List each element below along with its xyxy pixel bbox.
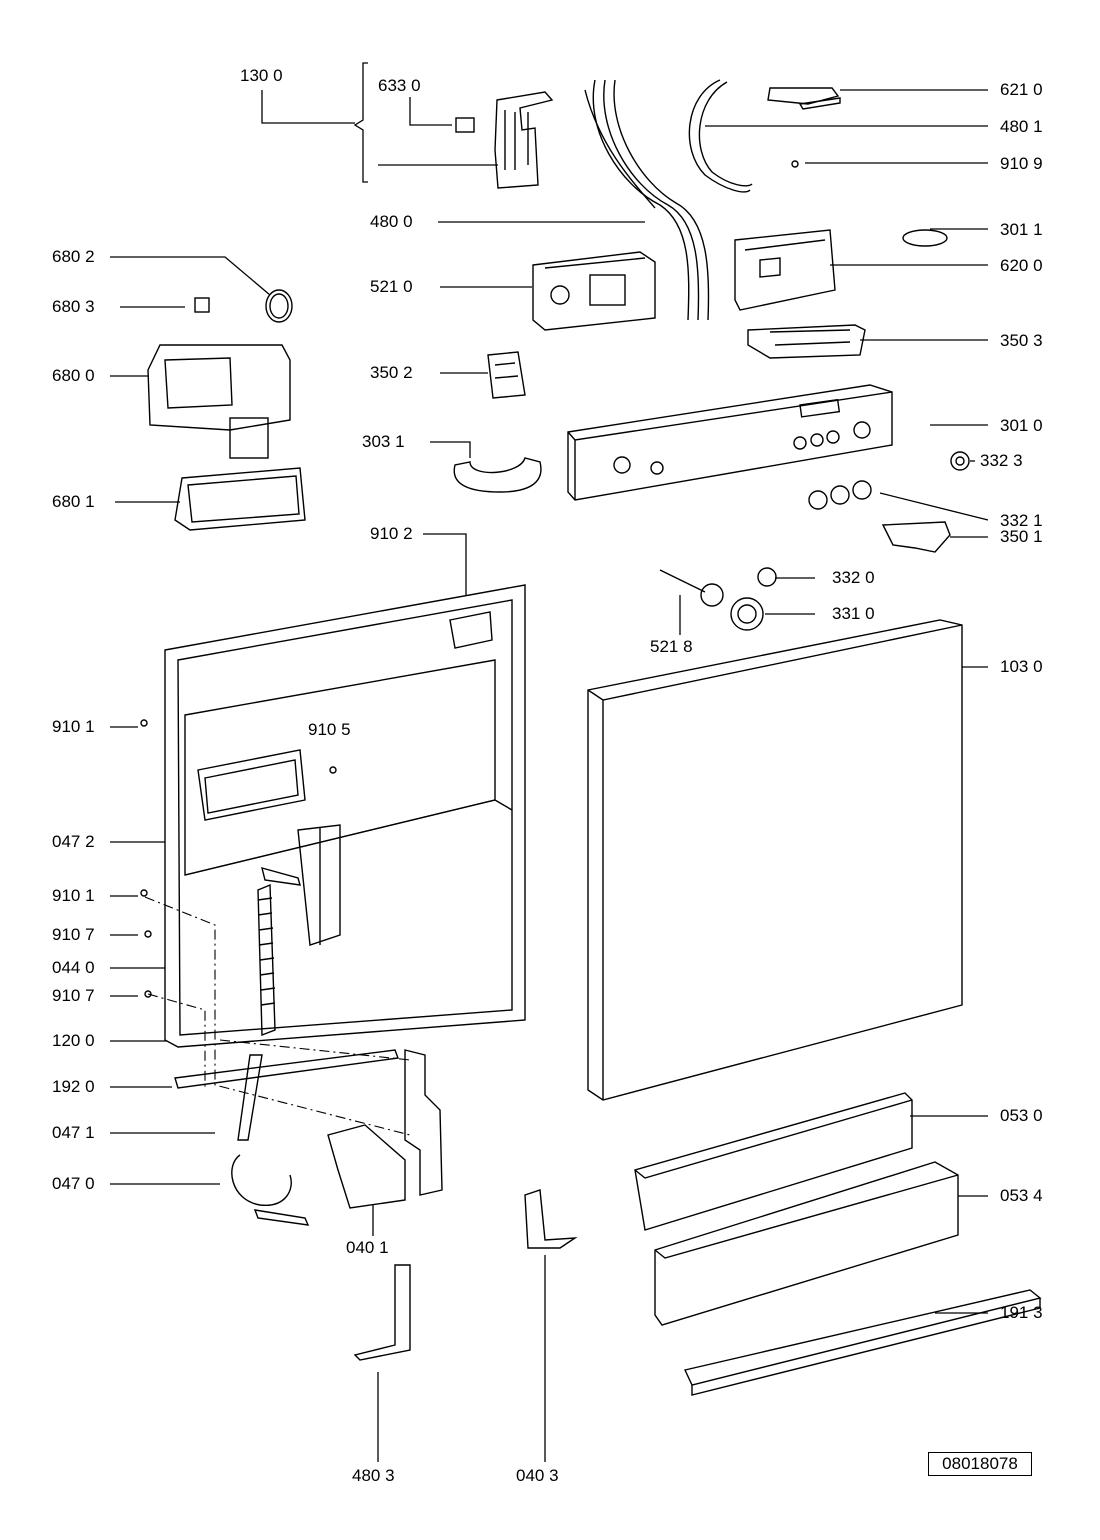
leader-lines: [110, 62, 989, 1462]
label-331-0: 331 0: [832, 604, 875, 623]
detergent-dispenser: [147, 289, 306, 531]
control-module: [532, 251, 656, 331]
label-332-3: 332 3: [980, 451, 1023, 470]
door-lock-assembly: [455, 91, 554, 189]
switch-and-handle: [453, 351, 542, 493]
label-621-0: 621 0: [1000, 80, 1043, 99]
label-910-2: 910 2: [370, 524, 413, 543]
label-350-2: 350 2: [370, 363, 413, 382]
label-480-0: 480 0: [370, 212, 413, 231]
label-620-0: 620 0: [1000, 256, 1043, 275]
label-191-3: 191 3: [1000, 1303, 1043, 1322]
label-350-1: 350 1: [1000, 527, 1043, 546]
label-521-0: 521 0: [370, 277, 413, 296]
label-633-0: 633 0: [378, 76, 421, 95]
label-910-1-upper: 910 1: [52, 717, 95, 736]
label-053-4: 053 4: [1000, 1186, 1043, 1205]
label-301-0: 301 0: [1000, 416, 1043, 435]
bracket-and-cover: [734, 229, 948, 359]
outer-door-panel: [587, 619, 963, 1101]
label-521-8: 521 8: [650, 637, 693, 656]
kick-plates: [634, 1092, 1042, 1396]
hinge-spring-assembly: [144, 867, 411, 1226]
label-044-0: 044 0: [52, 958, 95, 977]
label-910-9: 910 9: [1000, 154, 1043, 173]
label-053-0: 053 0: [1000, 1106, 1043, 1125]
label-192-0: 192 0: [52, 1077, 95, 1096]
label-680-3: 680 3: [52, 297, 95, 316]
label-047-1: 047 1: [52, 1123, 95, 1142]
label-910-7-upper: 910 7: [52, 925, 95, 944]
label-480-1: 480 1: [1000, 117, 1043, 136]
label-680-2: 680 2: [52, 247, 95, 266]
label-301-1: 301 1: [1000, 220, 1043, 239]
label-910-7-lower: 910 7: [52, 986, 95, 1005]
wire-harnesses: [584, 79, 753, 321]
inner-door: [140, 584, 526, 1048]
label-120-0: 120 0: [52, 1031, 95, 1050]
label-130-0: 130 0: [240, 66, 283, 85]
label-680-0: 680 0: [52, 366, 95, 385]
label-047-2: 047 2: [52, 832, 95, 851]
label-350-3: 350 3: [1000, 331, 1043, 350]
label-332-0: 332 0: [832, 568, 875, 587]
hinge-brackets: [327, 1049, 578, 1361]
label-040-1: 040 1: [346, 1238, 389, 1257]
label-047-0: 047 0: [52, 1174, 95, 1193]
knobs-and-buttons: [659, 451, 970, 631]
control-panel: [567, 384, 893, 501]
small-module-and-screw: [767, 87, 841, 168]
label-680-1: 680 1: [52, 492, 95, 511]
label-910-5: 910 5: [308, 720, 351, 739]
drawing-number-box: 08018078: [928, 1452, 1032, 1476]
label-040-3: 040 3: [516, 1466, 559, 1485]
label-480-3: 480 3: [352, 1466, 395, 1485]
label-303-1: 303 1: [362, 432, 405, 451]
label-910-1-lower: 910 1: [52, 886, 95, 905]
label-332-1: 332 1: [1000, 511, 1043, 530]
label-103-0: 103 0: [1000, 657, 1043, 676]
